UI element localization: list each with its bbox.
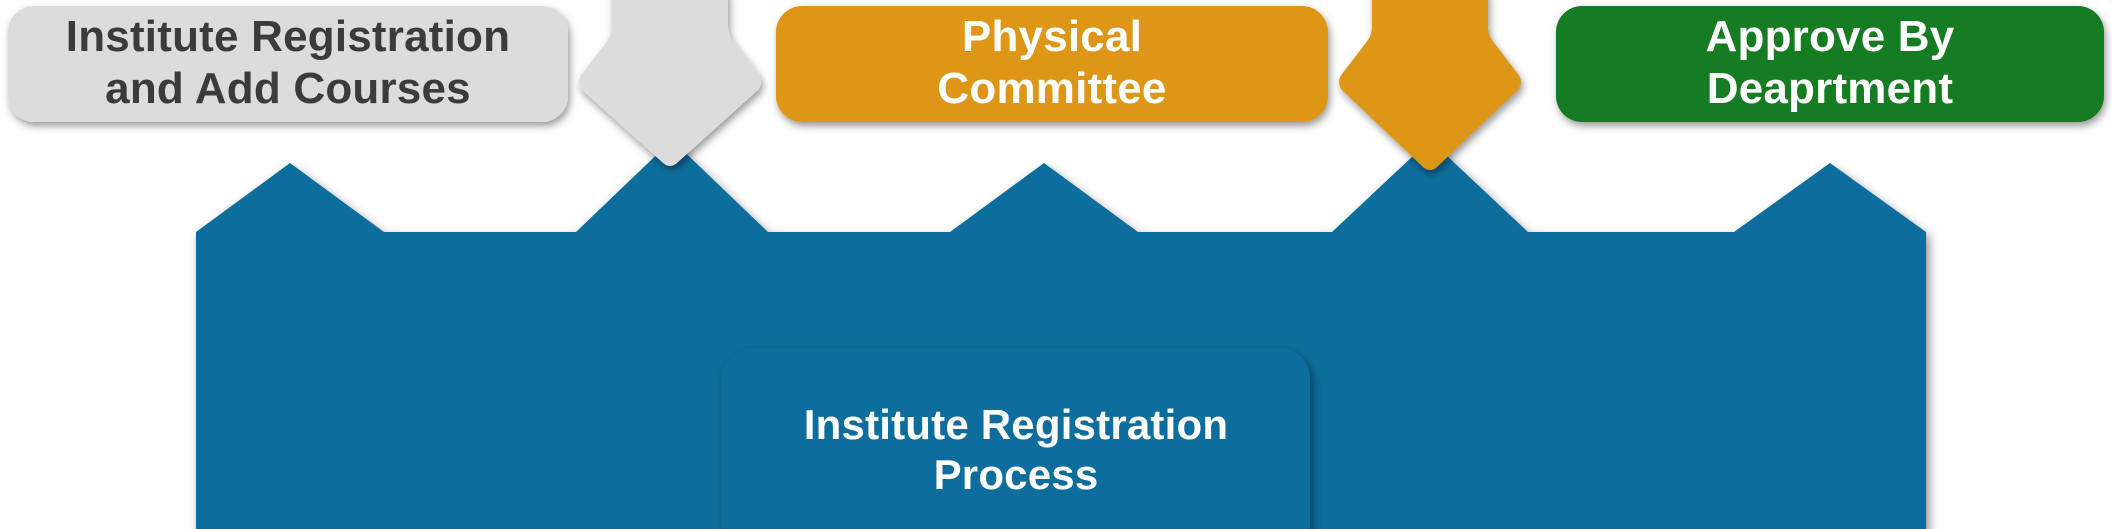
stage-box-physical-committee-shape[interactable]	[776, 6, 1328, 122]
stage-box-physical-committee[interactable]	[776, 6, 1328, 122]
process-band-callout-shape	[722, 348, 1310, 529]
stage-box-institute-registration-shape[interactable]	[8, 6, 568, 122]
process-band-shape	[196, 140, 1926, 529]
stage-box-approve-by-department[interactable]	[1556, 6, 2104, 122]
stage-box-institute-registration[interactable]	[8, 6, 568, 122]
process-band-callout[interactable]	[722, 348, 1310, 529]
connector-1-arrow[interactable]	[582, 0, 768, 172]
connector-2-arrow[interactable]	[1342, 0, 1528, 176]
stage-box-approve-by-department-shape[interactable]	[1556, 6, 2104, 122]
connector-2-shape	[1339, 0, 1521, 170]
connector-1-shape	[579, 0, 761, 166]
